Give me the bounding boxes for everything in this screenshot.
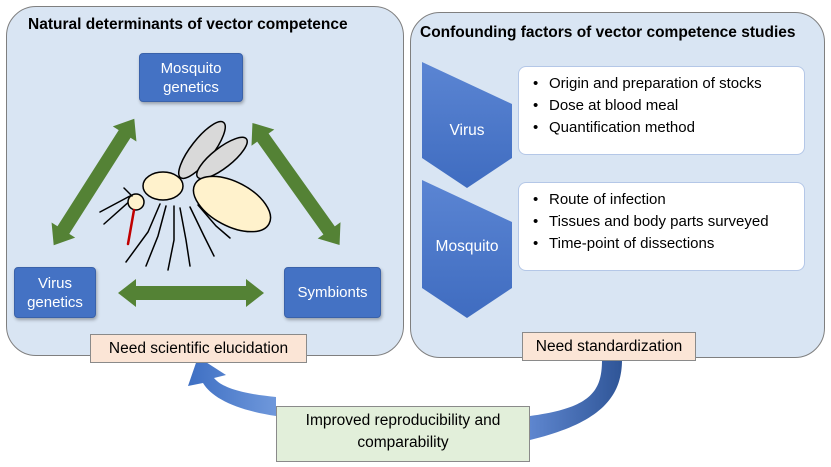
confounding-factors-title: Confounding factors of vector competence… [420,24,796,41]
need-standardization-label: Need standardization [522,332,696,361]
virus-genetics-line2: genetics [27,293,83,311]
double-arrow-horizontal [118,279,264,307]
mosquito-genetics-box: Mosquito genetics [139,53,243,102]
virus-genetics-box: Virus genetics [14,267,96,318]
symbionts-box: Symbionts [284,267,381,318]
symbionts-label: Symbionts [297,284,368,301]
mosquito-genetics-line1: Mosquito [160,59,222,77]
need-elucidation-label: Need scientific elucidation [90,334,307,363]
virus-chevron [422,62,512,188]
outcome-line1: Improved reproducibility and [305,412,501,429]
improved-reproducibility-box: Improved reproducibility and comparabili… [276,406,530,462]
virus-factors-list: Origin and preparation of stocks Dose at… [518,66,805,155]
mosquito-genetics-line2: genetics [163,78,219,96]
list-item: Origin and preparation of stocks [533,73,804,95]
natural-determinants-title: Natural determinants of vector competenc… [28,16,348,33]
list-item: Dose at blood meal [533,95,804,117]
mosquito-illustration [99,120,272,271]
list-item: Tissues and body parts surveyed [533,211,804,233]
double-arrow-left-diagonal [51,118,137,246]
outcome-line2: comparability [357,434,449,451]
list-item: Route of infection [533,189,804,211]
virus-chevron-label: Virus [449,122,485,139]
mosquito-chevron-label: Mosquito [435,238,499,255]
mosquito-chevron [422,180,512,318]
curved-arrow-from-right [530,360,622,440]
list-item: Quantification method [533,117,804,139]
curved-arrow-to-left [188,357,276,416]
virus-genetics-line1: Virus [38,274,72,292]
mosquito-factors-list: Route of infection Tissues and body part… [518,182,805,271]
double-arrow-right-diagonal [251,122,341,246]
list-item: Time-point of dissections [533,233,804,255]
